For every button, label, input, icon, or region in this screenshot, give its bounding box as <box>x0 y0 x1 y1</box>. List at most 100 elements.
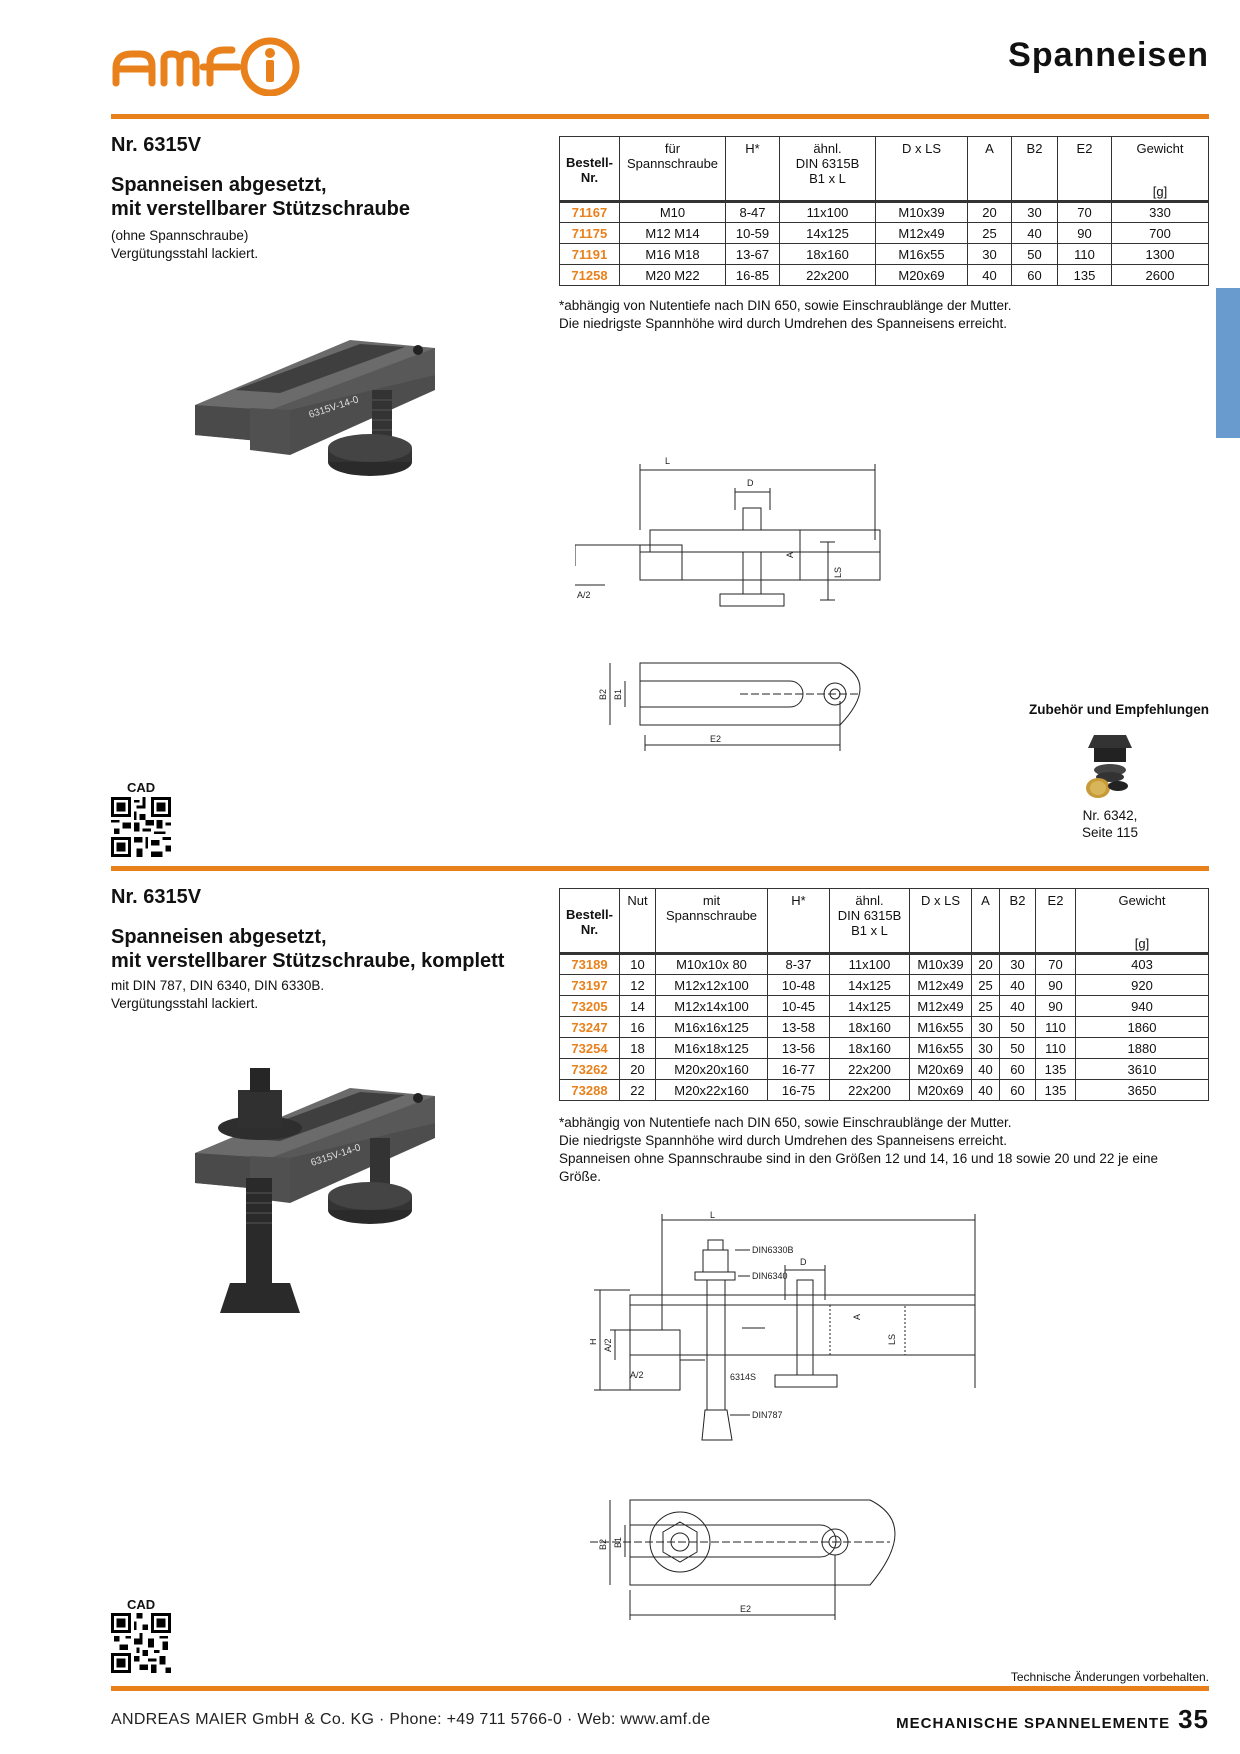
section2-number: Nr. 6315V <box>111 886 202 908</box>
col-a: A <box>967 136 1012 202</box>
cell-a: 30 <box>967 243 1012 265</box>
cell-b1l: 22x200 <box>829 1079 910 1101</box>
cell-nut: 16 <box>619 1016 656 1038</box>
cell-b2: 40 <box>999 974 1036 996</box>
article-number[interactable]: 73205 <box>559 995 620 1017</box>
cell-h: 8-37 <box>767 952 830 975</box>
cell-b2: 50 <box>999 1016 1036 1038</box>
svg-text:DIN6340: DIN6340 <box>752 1271 788 1281</box>
footer-rule <box>111 1686 1209 1691</box>
accessory-caption: Nr. 6342, Seite 115 <box>1081 808 1139 840</box>
article-number[interactable]: 73254 <box>559 1037 620 1059</box>
table-row: 71175 M12 M14 10-59 14x125 M12x49 25 40 … <box>559 222 1209 244</box>
section1-number: Nr. 6315V <box>111 134 202 156</box>
cell-nut: 22 <box>619 1079 656 1101</box>
cell-b1l: 11x100 <box>829 952 910 975</box>
article-number[interactable]: 71258 <box>559 264 620 286</box>
col-nut: Nut <box>619 888 656 954</box>
cell-b2: 60 <box>999 1079 1036 1101</box>
cell-dls: M12x49 <box>909 974 972 996</box>
section1-spec-table: Bestell- Nr. für Spannschraube H* ähnl. … <box>559 136 1209 286</box>
article-number[interactable]: 73247 <box>559 1016 620 1038</box>
table-row: 73288 22 M20x22x160 16-75 22x200 M20x69 … <box>559 1079 1209 1101</box>
cell-e2: 135 <box>1035 1079 1076 1101</box>
col-order-no: Bestell- Nr. <box>559 888 620 954</box>
section2-text: Nr. 6315V Spanneisen abgesetzt, mit vers… <box>111 886 504 1013</box>
cell-dls: M20x69 <box>909 1058 972 1080</box>
cell-b2: 40 <box>1011 222 1058 244</box>
cell-dls: M10x39 <box>909 952 972 975</box>
section1-title-line1: Spanneisen abgesetzt, <box>111 174 327 196</box>
cell-nut: 14 <box>619 995 656 1017</box>
col-e2: E2 <box>1035 888 1076 954</box>
cell-b2: 40 <box>999 995 1036 1017</box>
section2-side-drawing: L D A LS H A/2 A/2 DIN6330B DIN6340 6314… <box>588 1210 990 1475</box>
cell-weight: 940 <box>1075 995 1209 1017</box>
cell-a: 30 <box>971 1016 1000 1038</box>
article-number[interactable]: 71191 <box>559 243 620 265</box>
cell-h: 13-56 <box>767 1037 830 1059</box>
cell-a: 40 <box>971 1058 1000 1080</box>
svg-text:D: D <box>800 1257 807 1267</box>
section1-product-image: 6315V-14-0 <box>190 330 460 515</box>
cell-b1l: 14x125 <box>829 995 910 1017</box>
cell-h: 16-85 <box>725 264 780 286</box>
section-divider <box>111 866 1209 871</box>
section1-cad-qr-code[interactable] <box>111 797 171 857</box>
cell-b2: 60 <box>1011 264 1058 286</box>
section2-cad-label: CAD <box>127 1597 156 1612</box>
chapter-side-tab[interactable] <box>1216 288 1240 438</box>
article-number[interactable]: 73288 <box>559 1079 620 1101</box>
cell-e2: 70 <box>1035 952 1076 975</box>
section1-top-drawing: B2 B1 E2 <box>590 655 890 760</box>
cell-dls: M20x69 <box>909 1079 972 1101</box>
cell-weight: 403 <box>1075 952 1209 975</box>
cell-nut: 12 <box>619 974 656 996</box>
table-header-row: Bestell- Nr. Nut mit Spannschraube H* äh… <box>559 888 1209 954</box>
cell-a: 20 <box>967 200 1012 223</box>
accessory-product-image[interactable] <box>1080 730 1140 805</box>
table-row: 73197 12 M12x12x100 10-48 14x125 M12x49 … <box>559 974 1209 996</box>
note-line: *abhängig von Nutentiefe nach DIN 650, s… <box>559 298 1012 313</box>
table-row: 71258 M20 M22 16-85 22x200 M20x69 40 60 … <box>559 264 1209 286</box>
article-number[interactable]: 71175 <box>559 222 620 244</box>
cell-b1l: 22x200 <box>779 264 876 286</box>
cell-weight: 920 <box>1075 974 1209 996</box>
cell-a: 30 <box>971 1037 1000 1059</box>
article-number[interactable]: 73197 <box>559 974 620 996</box>
table-row: 73189 10 M10x10x 80 8-37 11x100 M10x39 2… <box>559 952 1209 975</box>
col-order-no: Bestell- Nr. <box>559 136 620 202</box>
col-b2: B2 <box>999 888 1036 954</box>
col-a: A <box>971 888 1000 954</box>
article-number[interactable]: 71167 <box>559 200 620 223</box>
page-number: 35 <box>1178 1704 1209 1734</box>
cell-b1l: 22x200 <box>829 1058 910 1080</box>
cell-dls: M16x55 <box>909 1037 972 1059</box>
table-row: 73254 18 M16x18x125 13-56 18x160 M16x55 … <box>559 1037 1209 1059</box>
article-number[interactable]: 73189 <box>559 952 620 975</box>
cell-screw: M12x12x100 <box>655 974 768 996</box>
article-number[interactable]: 73262 <box>559 1058 620 1080</box>
cell-weight: 1300 <box>1111 243 1209 265</box>
cell-dls: M12x49 <box>875 222 968 244</box>
table-row: 73205 14 M12x14x100 10-45 14x125 M12x49 … <box>559 995 1209 1017</box>
cell-a: 40 <box>971 1079 1000 1101</box>
cell-weight: 330 <box>1111 200 1209 223</box>
col-similar: ähnl. DIN 6315B B1 x L <box>779 136 876 202</box>
cell-b2: 60 <box>999 1058 1036 1080</box>
cell-nut: 20 <box>619 1058 656 1080</box>
cell-b1l: 18x160 <box>779 243 876 265</box>
section2-desc-line1: mit DIN 787, DIN 6340, DIN 6330B. <box>111 978 325 993</box>
cell-screw: M12 M14 <box>619 222 726 244</box>
cell-b2: 30 <box>1011 200 1058 223</box>
note-line: Spanneisen ohne Spannschraube sind in de… <box>559 1151 1158 1166</box>
cell-h: 10-45 <box>767 995 830 1017</box>
section2-cad-qr-code[interactable] <box>111 1613 171 1673</box>
table-row: 71167 M10 8-47 11x100 M10x39 20 30 70 33… <box>559 200 1209 223</box>
disclaimer-text: Technische Änderungen vorbehalten. <box>1010 1670 1209 1684</box>
cell-nut: 10 <box>619 952 656 975</box>
table-header-row: Bestell- Nr. für Spannschraube H* ähnl. … <box>559 136 1209 202</box>
svg-text:D: D <box>747 478 754 488</box>
svg-text:L: L <box>665 456 670 466</box>
cell-weight: 1860 <box>1075 1016 1209 1038</box>
